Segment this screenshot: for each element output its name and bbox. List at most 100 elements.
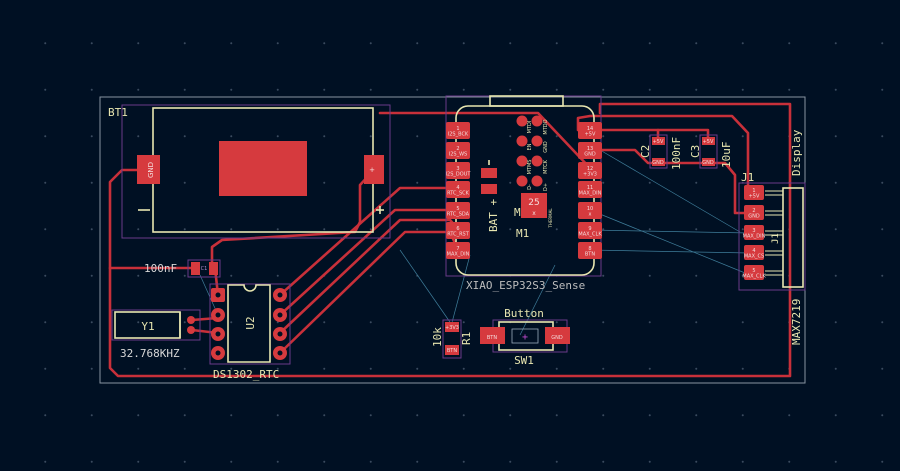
c2-pad-bottom: GND (652, 160, 664, 166)
c1-ref: C1 (201, 266, 208, 272)
resistor-r1[interactable]: +3V3 BTN 10k R1 (431, 319, 473, 359)
m1-ref: M1 (516, 227, 529, 240)
m1-mid-label: EN (527, 143, 533, 150)
bt1-plus-label: + (369, 166, 375, 174)
crystal-y1[interactable]: Y1 32.768KHZ (111, 309, 201, 360)
j1-pin-2[interactable] (744, 205, 764, 220)
m1-pin-2-net: I2S_WS (449, 152, 467, 158)
m1-ref-small: M (514, 206, 521, 219)
j1-footprint-label: MAX7219 (790, 299, 803, 345)
m1-pin-14[interactable] (578, 122, 602, 139)
ratsnest (199, 149, 751, 336)
m1-pin-10[interactable] (578, 202, 602, 219)
capacitor-c2[interactable]: +5V GND C2 100nF (639, 134, 683, 170)
sw1-pad-left: BTN (487, 335, 497, 341)
m1-pin-12-net: +3V3 (583, 172, 597, 178)
m1-pin-4-net: RTC_SCK (447, 191, 470, 197)
u2-value: DS1302_RTC (213, 368, 279, 381)
j1-pin-3[interactable] (744, 225, 764, 240)
j1-pin-1[interactable] (744, 185, 764, 200)
m1-pin-13[interactable] (578, 142, 602, 159)
j1-pin-2-net: GND (748, 214, 760, 220)
c3-ref: C3 (689, 145, 702, 158)
m1-pin-14-num: 14 (587, 126, 593, 132)
m1-pin-3[interactable] (446, 162, 470, 179)
r1-pad-top: +3V3 (445, 325, 459, 331)
m1-left-pins: 1I2S_BCK2I2S_WS3I2S_DOUT4RTC_SCK5RTC_SDA… (446, 122, 471, 259)
j1-pin-2-num: 2 (752, 208, 755, 214)
m1-mid-label: D- (527, 184, 533, 190)
m1-pin-9-num: 9 (588, 226, 591, 232)
module-m1[interactable]: 1I2S_BCK2I2S_WS3I2S_DOUT4RTC_SCK5RTC_SDA… (445, 95, 603, 292)
m1-pin-3-num: 3 (456, 166, 459, 172)
j1-pin-5[interactable] (744, 265, 764, 280)
battery-center-pad[interactable] (219, 141, 307, 196)
m1-pin-8-net: BTN (585, 252, 595, 258)
m1-pin-2[interactable] (446, 142, 470, 159)
m1-pin-11-net: MAX_DIN (579, 191, 602, 197)
m1-pin-5[interactable] (446, 202, 470, 219)
sw1-center-mark: + (522, 332, 528, 343)
m1-value: XIAO_ESP32S3_Sense (466, 279, 585, 292)
sw1-ref: SW1 (514, 354, 534, 367)
j1-pin-3-net: MAX_DIN (743, 234, 766, 240)
m1-mid-label: MTDO (543, 119, 549, 134)
m1-pin-1-net: I2S_BCK (448, 132, 469, 138)
m1-pin-6-net: RTC_RST (447, 232, 470, 238)
m1-thermal-pad[interactable] (521, 193, 547, 218)
c2-pad-top: +5V (653, 139, 664, 145)
battery-plus-pad[interactable] (364, 155, 384, 184)
m1-pin-4-num: 4 (456, 185, 459, 191)
c3-value: 10uF (720, 142, 733, 169)
thermal-pad-num: 25 (528, 198, 539, 208)
m1-pin-6-num: 6 (456, 226, 459, 232)
m1-pin-4[interactable] (446, 181, 470, 198)
m1-pin-9-net: MAX_CLK (578, 232, 602, 238)
c3-pad-bottom: GND (702, 160, 714, 166)
j1-pin-4[interactable] (744, 245, 764, 260)
m1-pin-7-num: 7 (456, 246, 459, 252)
m1-pin-7[interactable] (446, 242, 470, 259)
capacitor-c3[interactable]: +5V GND C3 10uF (689, 134, 733, 169)
m1-pin-6[interactable] (446, 222, 470, 239)
m1-pin-8-num: 8 (588, 246, 591, 252)
rtc-u2[interactable]: U2 DS1302_RTC (209, 283, 291, 381)
m1-pin-1-num: 1 (456, 126, 459, 132)
m1-pin-11-num: 11 (587, 185, 593, 191)
m1-pin-12-num: 12 (587, 166, 593, 172)
j1-pin-1-num: 1 (752, 188, 755, 194)
sw1-value: Button (504, 307, 544, 320)
j1-pin-1-net: +5V (749, 194, 760, 200)
m1-pin-2-num: 2 (456, 146, 459, 152)
m1-mid-label: GND (543, 141, 549, 153)
m1-mid-label: MTCK (543, 159, 549, 174)
m1-pin-13-num: 13 (587, 146, 593, 152)
u2-pins (211, 288, 287, 360)
m1-pin-10-net: x (589, 212, 592, 218)
m1-pin-5-num: 5 (456, 206, 459, 212)
capacitor-c1[interactable]: 100nF C1 (144, 259, 221, 278)
r1-pad-bottom: BTN (447, 348, 457, 354)
r1-value: 10k (431, 327, 444, 347)
m1-pin-12[interactable] (578, 162, 602, 179)
j1-pin-5-num: 5 (752, 268, 755, 274)
m1-pin-5-net: RTC_SDA (447, 212, 470, 218)
m1-pin-7-net: MAX_DIN (447, 252, 470, 258)
thermal-label: THERMAL (548, 208, 553, 229)
m1-bat-label: BAT + (487, 199, 500, 232)
battery-bt1[interactable]: BT1 GND + (108, 104, 391, 239)
m1-pin-10-num: 10 (587, 206, 593, 212)
y1-ref: Y1 (141, 320, 154, 333)
c2-ref: C2 (639, 145, 652, 158)
switch-sw1[interactable]: Button + BTN GND SW1 (480, 307, 570, 367)
m1-pin-8[interactable] (578, 242, 602, 259)
m1-pin-1[interactable] (446, 122, 470, 139)
m1-pin-9[interactable] (578, 222, 602, 239)
m1-pin-13-net: GND (584, 152, 596, 158)
battery-gnd-pad[interactable] (137, 155, 160, 184)
m1-pin-11[interactable] (578, 181, 602, 198)
